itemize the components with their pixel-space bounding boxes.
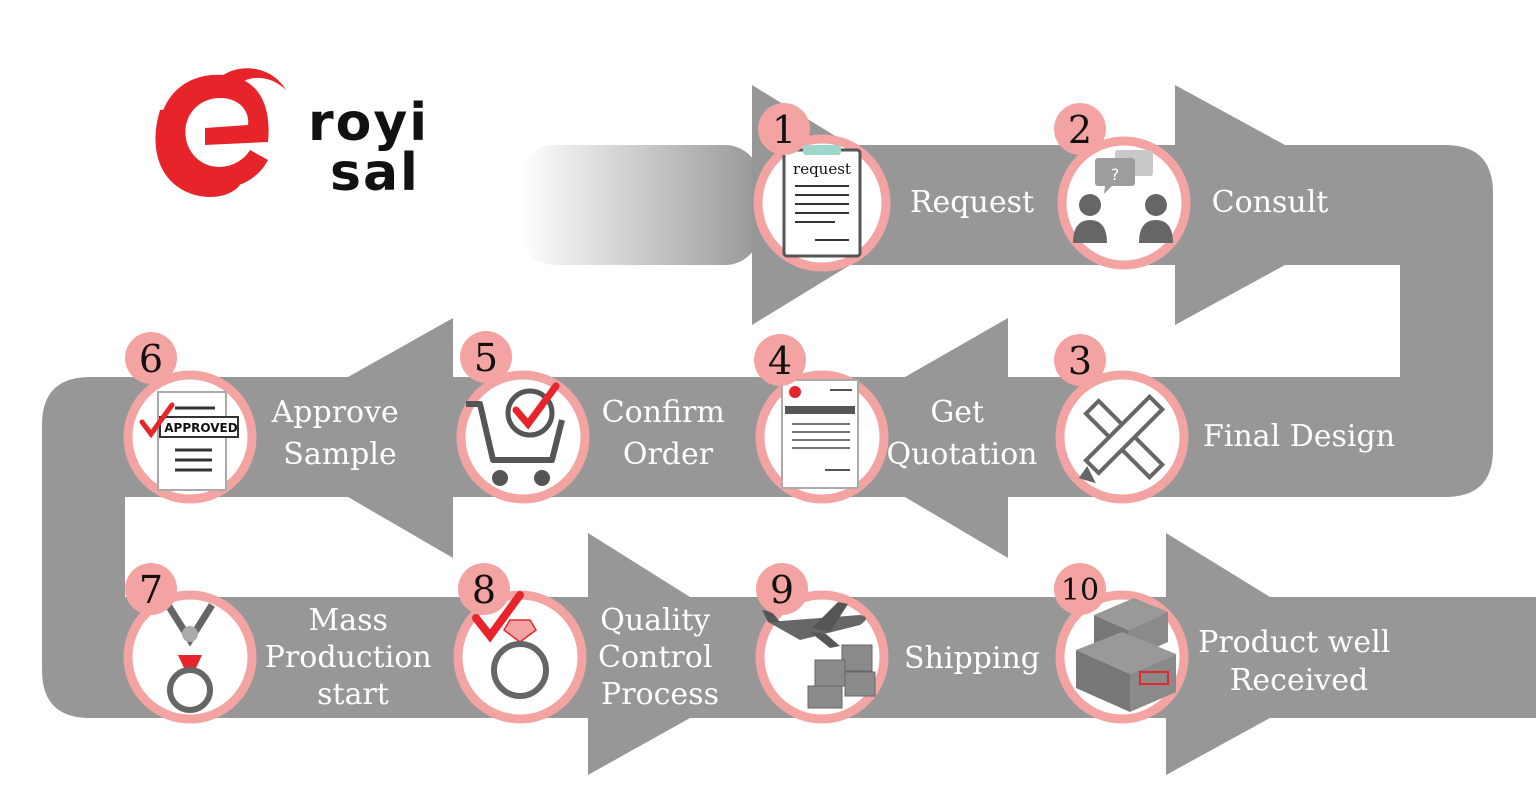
step-9-number: 9 — [770, 568, 794, 612]
step-4: 4 Get Quotation — [754, 334, 1038, 504]
brand-name-line1: royi — [308, 93, 429, 153]
cart-check-icon — [466, 382, 565, 486]
step-10-badge — [1054, 563, 1106, 615]
step-10: 10 Product well Received — [1054, 563, 1400, 724]
step-4-label: Get Quotation — [887, 395, 1038, 472]
brand-name-line2: sal — [330, 143, 420, 203]
step-7-number: 7 — [139, 568, 163, 612]
step-7: 7 Mass Production start — [123, 563, 442, 724]
step-5: 5 Confirm Order — [456, 331, 735, 504]
step-5-label: Confirm Order — [602, 395, 735, 472]
step-3-number: 3 — [1068, 339, 1092, 383]
airplane-boxes-icon — [762, 602, 876, 709]
step-2-badge — [1054, 103, 1106, 155]
quotation-invoice-icon — [781, 379, 859, 489]
step-10-number: 10 — [1061, 573, 1099, 608]
step-8: 8 Quality Control Process — [453, 563, 722, 724]
step-9-badge — [756, 563, 808, 615]
stacked-boxes-icon — [1076, 598, 1176, 712]
approved-document-icon: APPROVED — [139, 391, 239, 491]
step-9: 9 Shipping — [755, 563, 1040, 724]
step-5-number: 5 — [474, 336, 498, 380]
step-6-number: 6 — [139, 337, 163, 381]
step-2: ? 2 Consult — [1054, 103, 1329, 270]
request-clipboard-icon: request — [782, 145, 862, 258]
step-9-label: Shipping — [904, 641, 1040, 676]
step-7-badge — [125, 563, 177, 615]
request-icon-text: request — [793, 160, 851, 178]
ring-tool-icon — [165, 603, 215, 713]
approved-icon-text: APPROVED — [164, 421, 237, 435]
step-1-label: Request — [910, 185, 1034, 220]
step-8-number: 8 — [472, 568, 496, 612]
diamond-ring-check-icon — [472, 591, 549, 699]
brand-swirl-icon — [155, 68, 286, 197]
consult-icon-text: ? — [1111, 165, 1120, 184]
step-1-number: 1 — [772, 108, 796, 152]
ruler-pencil-icon — [1078, 393, 1166, 484]
step-8-badge — [458, 563, 510, 615]
step-2-label: Consult — [1212, 185, 1329, 220]
step-6: APPROVED 6 Approve Sample — [123, 332, 409, 504]
step-6-badge — [125, 332, 177, 384]
step-4-number: 4 — [768, 339, 792, 383]
step-10-label: Product well Received — [1198, 625, 1400, 698]
step-4-badge — [754, 334, 806, 386]
step-5-badge — [460, 331, 512, 383]
step-3-label: Final Design — [1203, 419, 1395, 454]
step-6-label: Approve Sample — [271, 395, 409, 472]
step-1: request 1 Request — [753, 103, 1034, 272]
step-3: 3 Final Design — [1054, 334, 1395, 504]
consult-people-icon: ? — [1073, 150, 1173, 243]
step-7-label: Mass Production start — [265, 603, 442, 712]
step-3-badge — [1054, 334, 1106, 386]
step-8-label: Quality Control Process — [598, 603, 722, 712]
step-1-badge — [758, 103, 810, 155]
brand-logo: royi sal — [155, 68, 429, 203]
step-2-number: 2 — [1068, 108, 1092, 152]
